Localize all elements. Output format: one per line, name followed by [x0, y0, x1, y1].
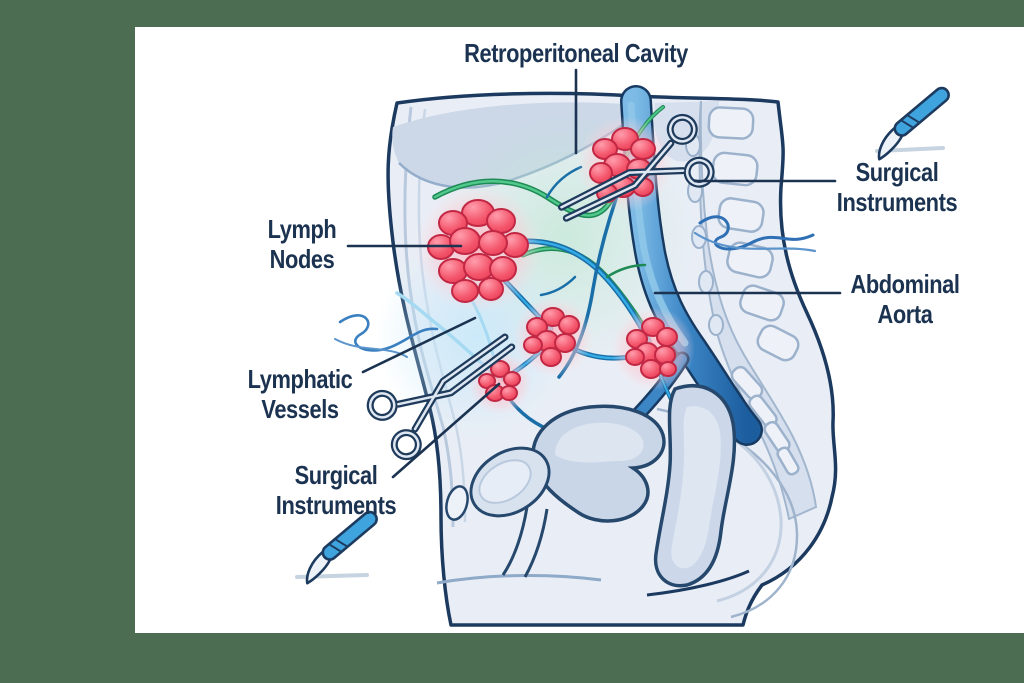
- transverse-processes: [685, 133, 724, 336]
- leader-surgical-instruments-left: [391, 382, 501, 479]
- scalpel-icon-top-right: [875, 86, 950, 161]
- rectum-inner: [671, 406, 721, 569]
- squiggle-vessels-right: [693, 215, 817, 253]
- lymph-node-clusters: [414, 116, 695, 415]
- lymph-node-cluster-left: [427, 199, 529, 303]
- forceps-icon-lower: [366, 333, 516, 461]
- anatomy-illustration: [295, 68, 950, 627]
- leader-lymphatic-vessels: [361, 316, 477, 374]
- lymph-node-cluster-right: [625, 317, 678, 379]
- label-lymph-nodes: Lymph Nodes: [267, 214, 337, 275]
- label-surgical-instruments-right: Surgical Instruments: [836, 157, 958, 218]
- vertebrae: [707, 106, 800, 476]
- illustration-canvas: Retroperitoneal Cavity Lymph Nodes Lymph…: [135, 27, 1024, 633]
- forceps-icon-upper: [557, 113, 715, 222]
- bladder-inner: [478, 459, 532, 504]
- lymph-node-cluster-middle: [523, 307, 580, 367]
- label-retroperitoneal-cavity: Retroperitoneal Cavity: [464, 38, 688, 68]
- spine: [656, 100, 818, 619]
- scalpel-icon-bottom-left: [295, 510, 378, 585]
- lymph-node-cluster-pelvic: [478, 360, 521, 402]
- leader-lines: [346, 68, 842, 479]
- label-abdominal-aorta: Abdominal Aorta: [850, 269, 960, 330]
- uterus-inner: [555, 422, 644, 463]
- label-surgical-instruments-left: Surgical Instruments: [275, 460, 397, 521]
- vaginal-canal: [501, 506, 549, 578]
- pubic-bone: [445, 485, 469, 521]
- label-lymphatic-vessels: Lymphatic Vessels: [247, 364, 353, 425]
- gluteal-crease: [646, 569, 750, 597]
- thigh-crease: [436, 573, 602, 585]
- pelvic-organs: [445, 384, 737, 588]
